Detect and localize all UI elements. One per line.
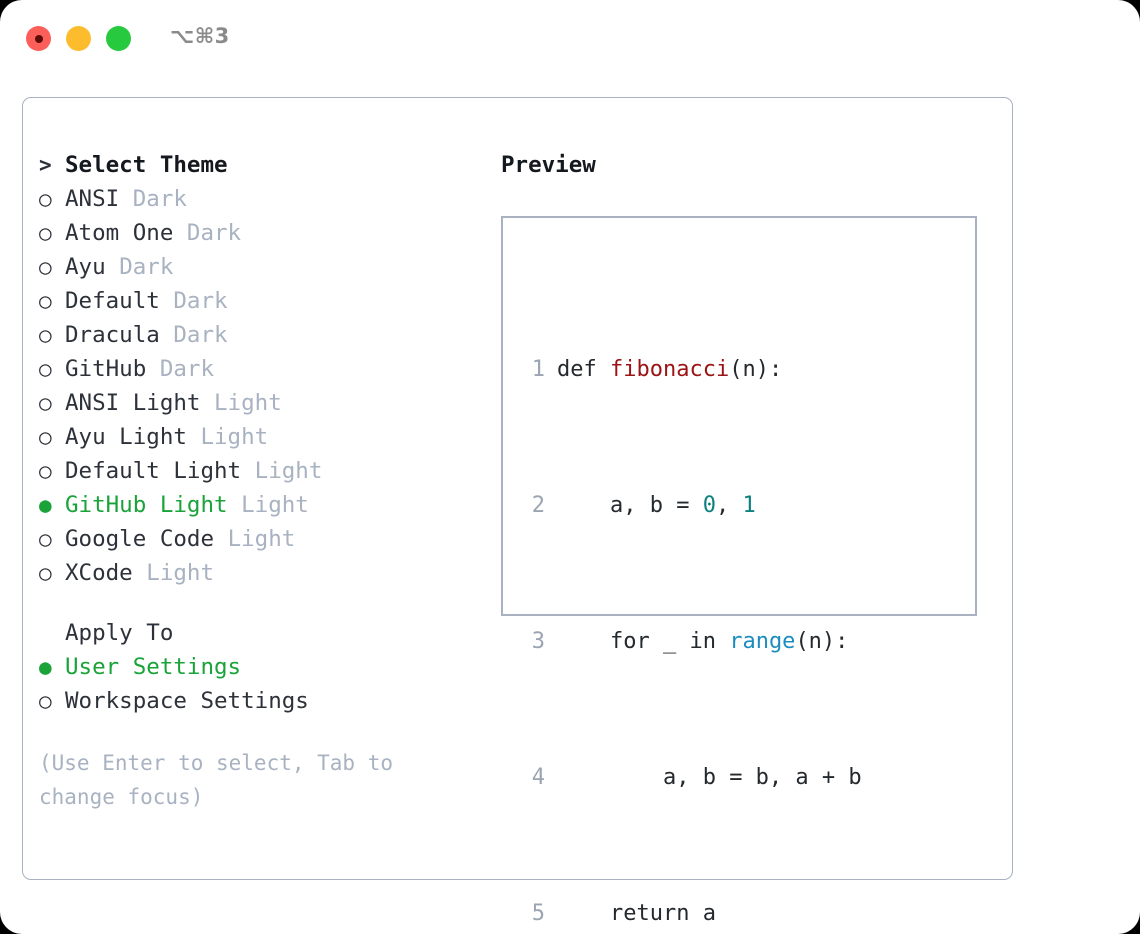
keyboard-hint-text: (Use Enter to select, Tab to change focu… <box>39 751 394 809</box>
prompt-caret-icon: > <box>39 153 52 177</box>
apply-to-item-user-settings[interactable]: ● User Settings <box>39 650 479 684</box>
theme-item-label: GitHub Light <box>65 492 228 518</box>
theme-item-label: Google Code <box>65 526 215 552</box>
theme-list-item[interactable]: ○ Default Light Light <box>39 454 479 488</box>
close-icon <box>34 34 43 43</box>
theme-list-item[interactable]: ○ Dracula Dark <box>39 318 479 352</box>
apply-to-heading: Apply To <box>39 616 479 650</box>
theme-item-label: GitHub <box>65 356 147 382</box>
radio-icon-selected[interactable]: ● <box>39 493 52 517</box>
theme-item-suffix: Dark <box>186 220 242 246</box>
theme-list-item[interactable]: ○ ANSI Dark <box>39 182 479 216</box>
zoom-button[interactable] <box>106 26 131 51</box>
theme-item-suffix: Dark <box>173 322 228 348</box>
radio-icon[interactable]: ○ <box>39 357 52 381</box>
theme-item-label: Atom One <box>65 220 174 246</box>
preview-panel: 1 def fibonacci(n): 2 a, b = 0, 1 3 for _… <box>501 216 977 926</box>
theme-list-item[interactable]: ○ Ayu Dark <box>39 250 479 284</box>
theme-list-item-selected[interactable]: ● GitHub Light Light <box>39 488 479 522</box>
line-number: 3 <box>531 629 545 654</box>
radio-icon-selected[interactable]: ● <box>39 655 52 679</box>
theme-item-suffix: Light <box>254 458 323 484</box>
function-name-token: fibonacci <box>609 357 730 382</box>
line-number: 5 <box>531 901 545 926</box>
theme-list-item[interactable]: ○ Default Dark <box>39 284 479 318</box>
theme-item-suffix: Dark <box>159 356 215 382</box>
radio-icon[interactable]: ○ <box>39 391 52 415</box>
keyboard-shortcut-label: ⌥⌘3 <box>170 24 230 48</box>
number-token: 1 <box>742 493 756 518</box>
select-theme-heading: > Select Theme <box>39 148 479 182</box>
theme-selector-dialog: >Select Theme ○ANSI Dark ○Atom One Dark … <box>22 97 1013 926</box>
section-spacer <box>39 590 479 616</box>
theme-item-label: Ayu Light <box>65 424 187 450</box>
code-line-text: a, b = b, a + b <box>662 765 862 790</box>
code-line: 4 a, b = b, a + b <box>517 761 888 795</box>
theme-item-label: ANSI <box>65 186 120 212</box>
apply-to-item-label: Workspace Settings <box>65 688 309 714</box>
title-bar: ⌥⌘3 <box>0 0 1140 76</box>
theme-item-suffix: Light <box>241 492 309 518</box>
theme-list-item[interactable]: ○ XCode Light <box>39 556 479 590</box>
theme-item-label: Dracula <box>65 322 160 348</box>
theme-item-label: XCode <box>65 560 133 586</box>
radio-icon[interactable]: ○ <box>39 459 52 483</box>
line-number: 1 <box>531 357 545 382</box>
theme-list-column: >Select Theme ○ANSI Dark ○Atom One Dark … <box>39 148 479 814</box>
traffic-lights <box>26 26 131 51</box>
line-number: 2 <box>531 493 545 518</box>
preview-column: Preview 1 def fibonacci(n): 2 a, b = 0, 1… <box>501 148 1001 926</box>
theme-item-suffix: Light <box>146 560 215 586</box>
theme-list-item[interactable]: ○ Google Code Light <box>39 522 479 556</box>
radio-icon[interactable]: ○ <box>39 561 52 585</box>
theme-list-item[interactable]: ○ ANSI Light Light <box>39 386 479 420</box>
code-line-text: a, b = 0, 1 <box>609 493 756 518</box>
code-line: 5 return a <box>517 897 888 931</box>
number-token: 0 <box>702 493 716 518</box>
radio-icon[interactable]: ○ <box>39 527 52 551</box>
theme-item-suffix: Dark <box>119 254 174 280</box>
apply-to-item-label: User Settings <box>65 654 242 680</box>
theme-item-suffix: Light <box>227 526 296 552</box>
radio-icon[interactable]: ○ <box>39 289 52 313</box>
radio-icon[interactable]: ○ <box>39 323 52 347</box>
code-preview: 1 def fibonacci(n): 2 a, b = 0, 1 3 for _… <box>517 251 888 934</box>
theme-item-suffix: Dark <box>173 288 228 314</box>
theme-list-item[interactable]: ○ Ayu Light Light <box>39 420 479 454</box>
radio-icon[interactable]: ○ <box>39 187 52 211</box>
apply-to-heading-label: Apply To <box>65 620 174 646</box>
code-line: 2 a, b = 0, 1 <box>517 489 888 523</box>
theme-item-label: Default <box>65 288 160 314</box>
radio-icon[interactable]: ○ <box>39 425 52 449</box>
radio-icon[interactable]: ○ <box>39 689 52 713</box>
apply-to-item-workspace-settings[interactable]: ○ Workspace Settings <box>39 684 479 718</box>
code-line-text: for _ in range(n): <box>609 629 849 654</box>
theme-item-label: Default Light <box>65 458 242 484</box>
code-line: 3 for _ in range(n): <box>517 625 888 659</box>
theme-item-label: Ayu <box>65 254 106 280</box>
code-line-text: def fibonacci(n): <box>557 357 783 382</box>
apply-to-marker-placeholder <box>39 616 65 650</box>
code-line-text: return a <box>609 901 716 926</box>
select-theme-heading-label: Select Theme <box>65 152 228 178</box>
theme-item-suffix: Dark <box>132 186 187 212</box>
theme-list-item[interactable]: ○ GitHub Dark <box>39 352 479 386</box>
minimize-button[interactable] <box>66 26 91 51</box>
theme-item-suffix: Light <box>214 390 282 416</box>
line-number: 4 <box>531 765 545 790</box>
theme-item-label: ANSI Light <box>65 390 201 416</box>
close-button[interactable] <box>26 26 51 51</box>
theme-list-item[interactable]: ○ Atom One Dark <box>39 216 479 250</box>
preview-heading: Preview <box>501 152 596 178</box>
code-line: 1 def fibonacci(n): <box>517 353 888 387</box>
theme-item-suffix: Light <box>200 424 269 450</box>
builtin-token: range <box>729 629 796 654</box>
radio-icon[interactable]: ○ <box>39 221 52 245</box>
radio-icon[interactable]: ○ <box>39 255 52 279</box>
